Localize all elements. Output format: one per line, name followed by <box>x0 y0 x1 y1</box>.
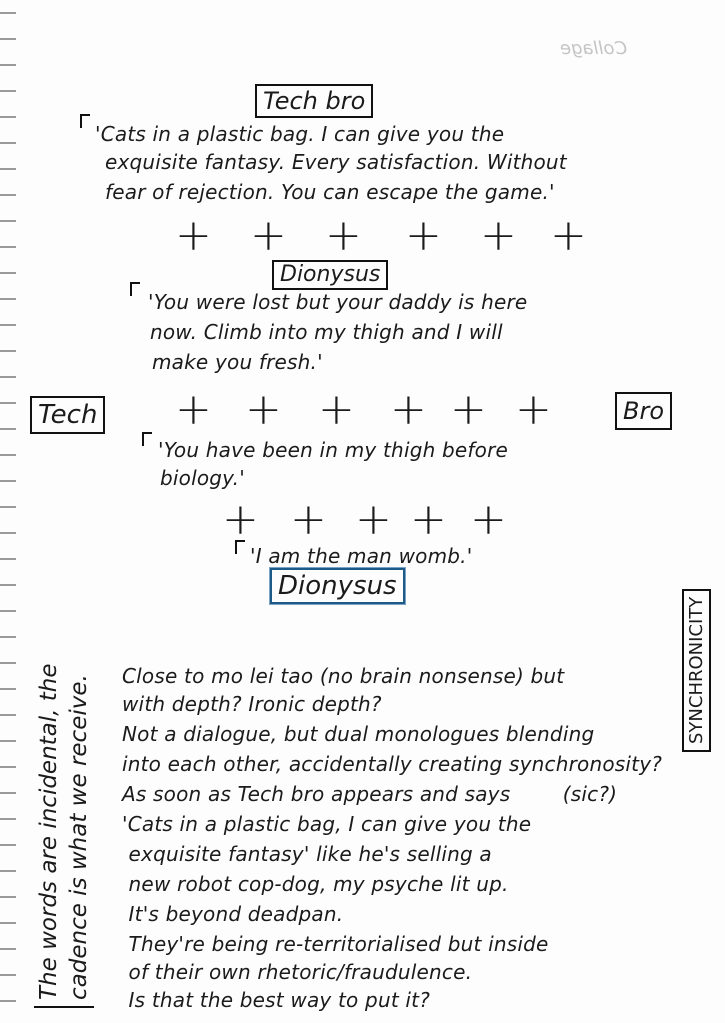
speaker-box-bro: Bro <box>615 392 673 430</box>
note-line: 'Cats in a plastic bag, I can give you t… <box>122 812 532 836</box>
quote-bracket <box>235 540 245 554</box>
cross-mark: + <box>222 494 259 545</box>
bleed-through-text: Collage <box>560 38 628 59</box>
cross-mark: + <box>245 384 282 435</box>
side-note-left: The words are incidental, the cadence is… <box>34 663 94 1008</box>
note-line: new robot cop-dog, my psyche lit up. <box>122 872 509 896</box>
quote-line: exquisite fantasy. Every satisfaction. W… <box>105 150 567 174</box>
side-note-line: The words are incidental, the <box>36 663 62 1000</box>
quote-bracket <box>142 432 152 446</box>
cross-mark: + <box>355 494 392 545</box>
cross-mark: + <box>410 494 447 545</box>
note-line: of their own rhetoric/fraudulence. <box>122 960 473 984</box>
note-line: Not a dialogue, but dual monologues blen… <box>122 722 595 746</box>
note-line: into each other, accidentally creating s… <box>122 752 663 776</box>
note-line: They're being re-territorialised but ins… <box>122 932 549 956</box>
speaker-box-tech-bro: Tech bro <box>255 84 374 118</box>
cross-mark: + <box>405 210 442 261</box>
cross-mark: + <box>318 384 355 435</box>
note-line: As soon as Tech bro appears and says (si… <box>122 782 618 806</box>
quote-line: biology.' <box>160 466 245 490</box>
margin-tick-marks <box>0 0 16 1023</box>
cross-mark: + <box>250 210 287 261</box>
cross-mark: + <box>480 210 517 261</box>
cross-mark: + <box>290 494 327 545</box>
cross-mark: + <box>175 210 212 261</box>
speaker-box-tech: Tech <box>30 396 106 434</box>
cross-mark: + <box>515 384 552 435</box>
quote-line: 'I am the man womb.' <box>250 544 473 568</box>
cross-mark: + <box>390 384 427 435</box>
quote-bracket <box>130 282 140 296</box>
note-line: Close to mo lei tao (no brain nonsense) … <box>122 664 565 688</box>
quote-line: 'You were lost but your daddy is here <box>148 290 528 314</box>
side-note-line: cadence is what we receive. <box>66 674 92 1000</box>
cross-mark: + <box>175 384 212 435</box>
note-line: exquisite fantasy' like he's selling a <box>122 842 492 866</box>
quote-line: make you fresh.' <box>152 350 323 374</box>
quote-line: fear of rejection. You can escape the ga… <box>105 180 555 204</box>
quote-line: 'Cats in a plastic bag. I can give you t… <box>95 122 505 146</box>
quote-line: now. Climb into my thigh and I will <box>150 320 503 344</box>
speaker-box-dionysus: Dionysus <box>270 568 405 604</box>
note-line: Is that the best way to put it? <box>122 988 431 1012</box>
cross-mark: + <box>470 494 507 545</box>
cross-mark: + <box>450 384 487 435</box>
speaker-box-dionysus: Dionysus <box>272 260 389 290</box>
quote-line: 'You have been in my thigh before <box>158 438 509 462</box>
cross-mark: + <box>550 210 587 261</box>
note-line: It's beyond deadpan. <box>122 902 344 926</box>
side-note-synchronicity: SYNCHRONICITY <box>682 588 711 752</box>
cross-mark: + <box>325 210 362 261</box>
note-line: with depth? Ironic depth? <box>122 692 382 716</box>
quote-bracket <box>80 114 90 128</box>
